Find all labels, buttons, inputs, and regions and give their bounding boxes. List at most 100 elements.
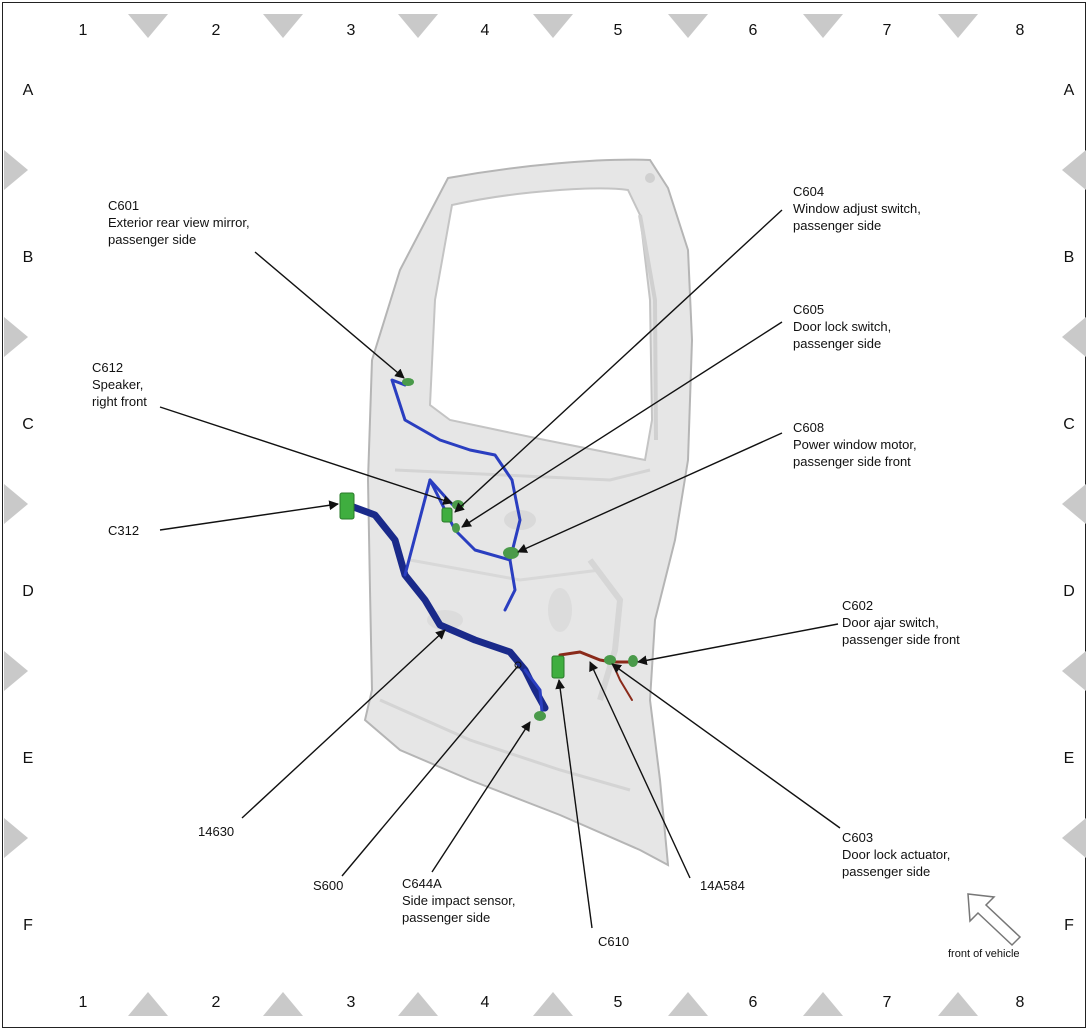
callout-14630-id: 14630 — [198, 824, 234, 839]
panel-ridge — [587, 558, 624, 701]
connector-c602 — [628, 655, 638, 667]
callout-s600-id: S600 — [313, 878, 343, 893]
leader-c605 — [461, 321, 783, 528]
callout-c612-desc2: right front — [92, 394, 147, 409]
panel-hole — [548, 588, 572, 632]
leader-lines — [159, 209, 841, 929]
callout-c602-id: C602 — [842, 598, 873, 613]
orientation-arrow-icon — [967, 893, 1022, 947]
callout-c601: C601 Exterior rear view mirror, passenge… — [108, 198, 250, 247]
col-label-7: 7 — [883, 22, 892, 39]
door-window-opening — [428, 187, 654, 462]
connector-c603 — [604, 655, 616, 665]
callout-c604-desc2: passenger side — [793, 218, 881, 233]
col-label-1: 1 — [79, 22, 88, 39]
leader-c608 — [517, 432, 783, 553]
col-label-6: 6 — [749, 22, 758, 39]
callout-c644a-desc2: passenger side — [402, 910, 490, 925]
callout-c605: C605 Door lock switch, passenger side — [793, 302, 891, 351]
col-label-8: 8 — [1016, 994, 1025, 1011]
col-label-7: 7 — [883, 994, 892, 1011]
col-label-6: 6 — [749, 994, 758, 1011]
leader-c604 — [454, 209, 783, 513]
leader-c612 — [159, 406, 453, 505]
grid-row-labels-left: A B C D E F — [22, 82, 34, 934]
col-label-3: 3 — [347, 994, 356, 1011]
connector-c312 — [339, 492, 355, 520]
callout-c608-desc1: Power window motor, — [793, 437, 917, 452]
frame-ridge — [638, 214, 658, 441]
callout-c608-desc2: passenger side front — [793, 454, 911, 469]
row-label-d: D — [1063, 583, 1075, 600]
callout-c612: C612 Speaker, right front — [92, 360, 147, 409]
callout-c612-id: C612 — [92, 360, 123, 375]
connector-c608 — [503, 547, 519, 559]
front-of-vehicle-label: front of vehicle — [948, 948, 1020, 960]
harness-branch-c644a — [523, 668, 544, 714]
callout-c605-desc2: passenger side — [793, 336, 881, 351]
callout-c601-desc1: Exterior rear view mirror, — [108, 215, 250, 230]
hinge-bolt — [645, 173, 655, 183]
callout-c612-desc1: Speaker, — [92, 377, 143, 392]
row-label-f: F — [1064, 917, 1074, 934]
col-label-2: 2 — [212, 994, 221, 1011]
leader-c603 — [611, 663, 841, 829]
callout-c602-desc2: passenger side front — [842, 632, 960, 647]
col-label-5: 5 — [614, 22, 623, 39]
connector-c610 — [551, 655, 565, 679]
splice-s600 — [514, 661, 522, 669]
callout-c610-id: C610 — [598, 934, 629, 949]
grid-column-labels-top: 1 2 3 4 5 6 7 8 — [79, 22, 1025, 39]
row-label-f: F — [23, 917, 33, 934]
connector-c604 — [441, 507, 453, 523]
row-label-b: B — [23, 249, 34, 266]
leader-14a584 — [589, 661, 691, 879]
grid-column-labels-bottom: 1 2 3 4 5 6 7 8 — [79, 994, 1025, 1011]
callout-c608: C608 Power window motor, passenger side … — [793, 420, 917, 469]
callout-c603-desc2: passenger side — [842, 864, 930, 879]
row-label-e: E — [1064, 750, 1075, 767]
row-label-b: B — [1064, 249, 1075, 266]
row-label-d: D — [22, 583, 34, 600]
col-label-4: 4 — [481, 994, 490, 1011]
callout-labels: C601 Exterior rear view mirror, passenge… — [92, 184, 960, 949]
col-label-3: 3 — [347, 22, 356, 39]
panel-ridge — [379, 698, 631, 792]
callout-c601-id: C601 — [108, 198, 139, 213]
callout-c605-id: C605 — [793, 302, 824, 317]
leader-c312 — [159, 500, 339, 531]
harness-branch-window-motor — [503, 558, 517, 612]
callout-c602-desc1: Door ajar switch, — [842, 615, 939, 630]
front-of-vehicle-indicator: front of vehicle — [948, 893, 1022, 960]
callout-14a584-id: 14A584 — [700, 878, 745, 893]
callout-c644a-id: C644A — [402, 876, 442, 891]
callout-c604-id: C604 — [793, 184, 824, 199]
col-label-5: 5 — [614, 994, 623, 1011]
callout-c603: C603 Door lock actuator, passenger side — [842, 830, 950, 879]
panel-ridge — [394, 468, 651, 482]
leader-c644a — [431, 721, 531, 873]
callout-c608-id: C608 — [793, 420, 824, 435]
row-label-a: A — [1064, 82, 1075, 99]
leader-c602 — [637, 623, 839, 666]
callout-c604: C604 Window adjust switch, passenger sid… — [793, 184, 921, 233]
callout-c644a: C644A Side impact sensor, passenger side — [402, 876, 515, 925]
panel-ridge — [409, 558, 601, 582]
callout-c601-desc2: passenger side — [108, 232, 196, 247]
callout-c312-id: C312 — [108, 523, 139, 538]
leader-14630 — [241, 629, 446, 819]
row-label-e: E — [23, 750, 34, 767]
callout-c603-id: C603 — [842, 830, 873, 845]
connector-c601 — [402, 378, 414, 386]
leader-c610 — [555, 679, 593, 929]
grid-markers — [4, 14, 1086, 1016]
callout-c644a-desc1: Side impact sensor, — [402, 893, 515, 908]
callout-c605-desc1: Door lock switch, — [793, 319, 891, 334]
grid-row-labels-right: A B C D E F — [1063, 82, 1075, 934]
door-illustration — [363, 158, 694, 867]
leader-s600 — [341, 665, 519, 877]
col-label-2: 2 — [212, 22, 221, 39]
callout-c603-desc1: Door lock actuator, — [842, 847, 950, 862]
